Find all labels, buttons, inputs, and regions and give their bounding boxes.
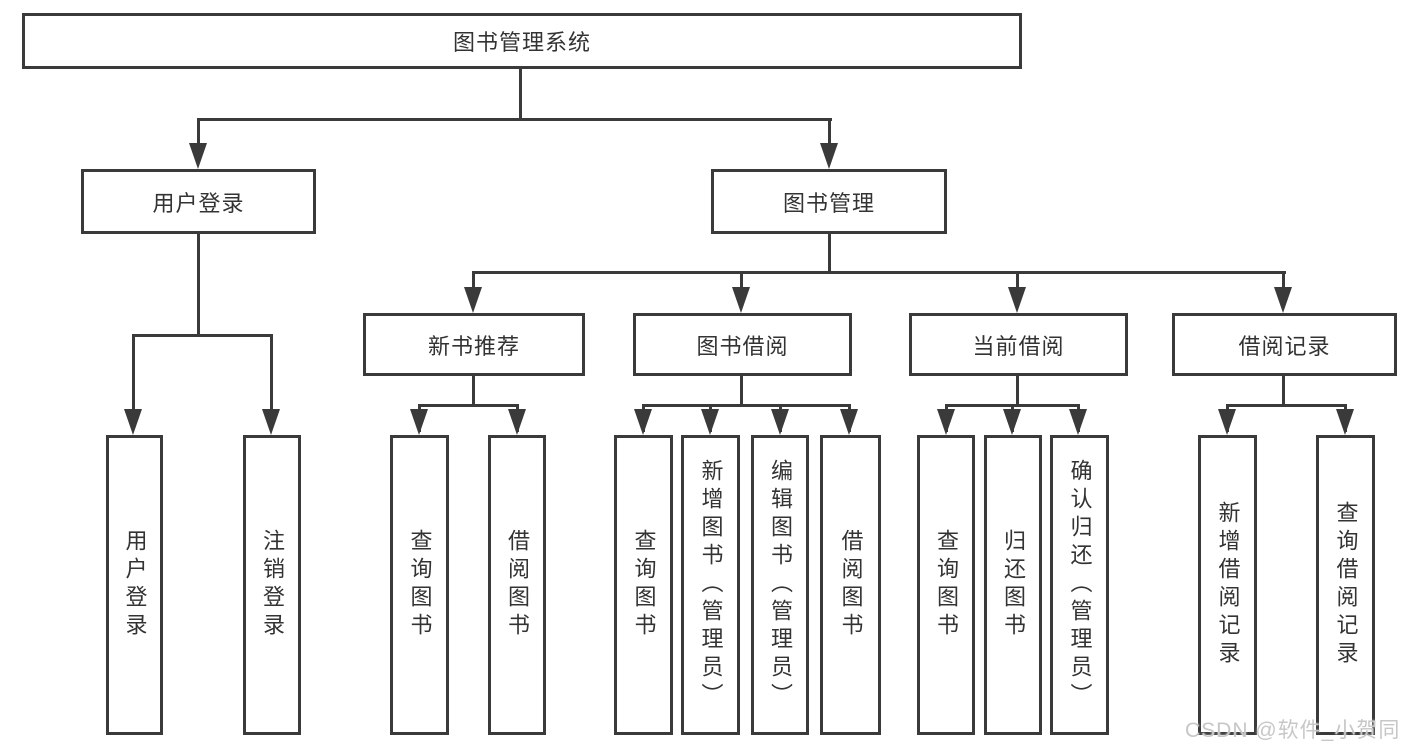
node-label: 新增图书（管理员） xyxy=(698,459,724,711)
arrow-down-icon xyxy=(410,409,428,435)
node-label: 借阅图书 xyxy=(838,529,864,641)
connector-stem xyxy=(1016,374,1019,407)
leaf-query-books-recommend: 查询图书 xyxy=(390,435,449,735)
connector-stem xyxy=(472,374,475,407)
node-label: 查询图书 xyxy=(934,529,959,641)
node-label: 查询图书 xyxy=(407,529,433,641)
leaf-logout: 注销登录 xyxy=(243,435,301,735)
connector-user-login-bar xyxy=(132,334,273,337)
arrow-down-icon xyxy=(840,409,858,435)
arrow-down-icon xyxy=(189,143,207,169)
arrow-down-icon xyxy=(508,409,526,435)
arrow-down-icon xyxy=(937,409,955,435)
node-label: 查询图书 xyxy=(631,529,657,641)
leaf-borrow-books-borrowing: 借阅图书 xyxy=(820,435,881,735)
node-label: 当前借阅 xyxy=(972,333,1065,359)
node-borrowing-records: 借阅记录 xyxy=(1172,313,1397,376)
arrow-down-icon xyxy=(1218,409,1236,435)
connector-root-trunk xyxy=(519,68,522,120)
node-current-borrowing: 当前借阅 xyxy=(909,313,1128,376)
node-user-login: 用户登录 xyxy=(81,169,316,234)
arrow-down-icon xyxy=(1336,409,1354,435)
node-label: 借阅图书 xyxy=(505,529,530,641)
connector-stem xyxy=(740,374,743,407)
csdn-watermark: CSDN @软件_小贺同学 xyxy=(1185,719,1401,742)
connector-drop-book-management xyxy=(828,118,831,158)
node-label: 注销登录 xyxy=(260,529,285,641)
node-new-book-recommendation: 新书推荐 xyxy=(363,313,585,376)
connector-bar xyxy=(1226,404,1346,407)
node-label: 归还图书 xyxy=(1001,529,1026,641)
arrow-down-icon xyxy=(634,409,652,435)
node-label: 确认归还（管理员） xyxy=(1067,459,1093,711)
leaf-confirm-return-admin: 确认归还（管理员） xyxy=(1050,435,1109,735)
node-label: 用户登录 xyxy=(122,529,148,641)
node-label: 用户登录 xyxy=(152,190,245,216)
node-label: 新增借阅记录 xyxy=(1215,501,1241,669)
node-library-management-system: 图书管理系统 xyxy=(22,13,1022,69)
arrow-down-icon xyxy=(701,409,719,435)
connector-level1-bar xyxy=(197,118,832,121)
leaf-user-login: 用户登录 xyxy=(106,435,163,735)
node-label: 编辑图书（管理员） xyxy=(768,459,793,711)
node-label: 图书借阅 xyxy=(696,333,789,359)
arrow-down-icon xyxy=(1003,409,1021,435)
arrow-down-icon xyxy=(820,143,838,169)
leaf-query-books-current: 查询图书 xyxy=(917,435,975,735)
arrow-down-icon xyxy=(771,409,789,435)
arrow-down-icon xyxy=(1008,287,1026,313)
arrow-down-icon xyxy=(262,409,280,435)
node-book-borrowing: 图书借阅 xyxy=(633,313,852,376)
leaf-return-books: 归还图书 xyxy=(984,435,1042,735)
leaf-add-book-admin: 新增图书（管理员） xyxy=(681,435,740,735)
arrow-down-icon xyxy=(1069,409,1087,435)
connector-drop-leaf xyxy=(132,334,135,424)
arrow-down-icon xyxy=(124,409,142,435)
node-book-management: 图书管理 xyxy=(711,169,947,234)
connector-stem xyxy=(1282,374,1285,407)
leaf-query-books-borrowing: 查询图书 xyxy=(614,435,673,735)
leaf-add-borrow-record: 新增借阅记录 xyxy=(1198,435,1257,735)
leaf-query-borrow-record: 查询借阅记录 xyxy=(1316,435,1375,735)
leaf-edit-book-admin: 编辑图书（管理员） xyxy=(751,435,809,735)
node-label: 借阅记录 xyxy=(1238,333,1331,359)
connector-level2-bar xyxy=(472,271,1286,274)
arrow-down-icon xyxy=(464,287,482,313)
node-label: 查询借阅记录 xyxy=(1333,501,1359,669)
arrow-down-icon xyxy=(1274,287,1292,313)
connector-user-login-stem xyxy=(197,232,200,337)
arrow-down-icon xyxy=(732,287,750,313)
node-label: 新书推荐 xyxy=(427,333,520,359)
leaf-borrow-books-recommend: 借阅图书 xyxy=(488,435,546,735)
connector-book-management-stem xyxy=(828,232,831,274)
connector-drop-user-login xyxy=(197,118,200,158)
connector-drop-leaf xyxy=(270,334,273,424)
node-label: 图书管理 xyxy=(782,190,875,216)
connector-bar xyxy=(418,404,519,407)
node-label: 图书管理系统 xyxy=(452,30,591,55)
connector-bar xyxy=(642,404,851,407)
